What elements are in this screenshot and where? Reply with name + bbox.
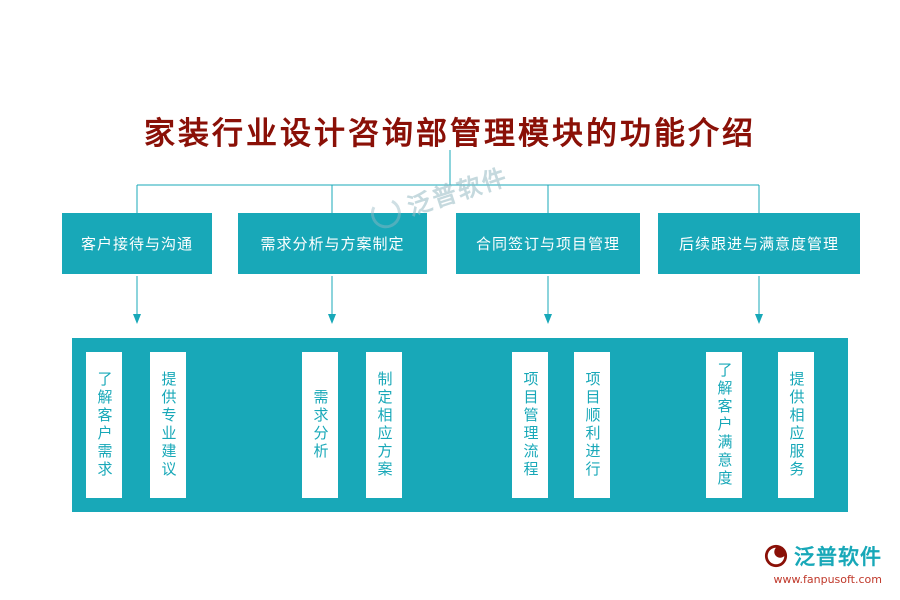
branch-label: 需求分析与方案制定 bbox=[260, 235, 405, 253]
detail-box: 了解客户满意度 bbox=[706, 352, 742, 498]
detail-box: 提供相应服务 bbox=[778, 352, 814, 498]
detail-box: 了解客户需求 bbox=[86, 352, 122, 498]
detail-text: 制定相应方案 bbox=[375, 371, 394, 479]
branch-label: 客户接待与沟通 bbox=[80, 235, 193, 253]
diagram-title: 家装行业设计咨询部管理模块的功能介绍 bbox=[144, 116, 756, 152]
detail-text: 了解客户需求 bbox=[95, 371, 114, 479]
detail-text: 提供专业建议 bbox=[159, 371, 178, 479]
brand-footer: 泛普软件 www.fanpusoft.com bbox=[764, 541, 882, 586]
fanpu-logo-icon bbox=[764, 544, 788, 568]
detail-text: 项目顺利进行 bbox=[583, 371, 602, 479]
branch-box-contract-project: 合同签订与项目管理 bbox=[456, 213, 640, 274]
detail-box: 需求分析 bbox=[302, 352, 338, 498]
branch-label: 合同签订与项目管理 bbox=[475, 235, 620, 253]
brand-row: 泛普软件 bbox=[764, 541, 882, 571]
brand-url: www.fanpusoft.com bbox=[773, 573, 882, 586]
brand-name: 泛普软件 bbox=[794, 544, 882, 569]
branch-box-customer-reception: 客户接待与沟通 bbox=[62, 213, 212, 274]
branch-box-demand-analysis: 需求分析与方案制定 bbox=[238, 213, 427, 274]
detail-text: 需求分析 bbox=[311, 389, 330, 461]
detail-box: 项目顺利进行 bbox=[574, 352, 610, 498]
branch-box-followup-satisfaction: 后续跟进与满意度管理 bbox=[658, 213, 860, 274]
detail-text: 了解客户满意度 bbox=[715, 362, 734, 488]
branch-label: 后续跟进与满意度管理 bbox=[678, 235, 839, 253]
detail-box: 制定相应方案 bbox=[366, 352, 402, 498]
detail-box: 项目管理流程 bbox=[512, 352, 548, 498]
detail-box: 提供专业建议 bbox=[150, 352, 186, 498]
detail-text: 提供相应服务 bbox=[787, 371, 806, 479]
detail-text: 项目管理流程 bbox=[521, 371, 540, 479]
